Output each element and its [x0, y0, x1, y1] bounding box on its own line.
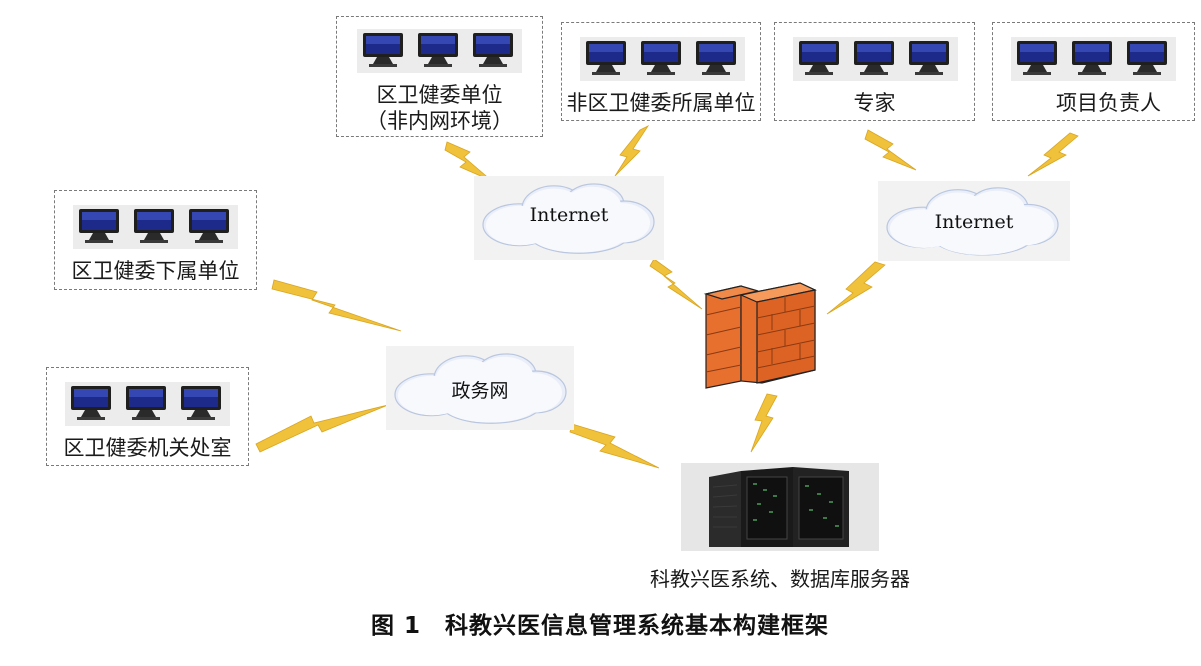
- monitor-icon: [798, 41, 839, 75]
- monitor-icon: [188, 209, 229, 243]
- group-subordinate-units: 区卫健委下属单位: [54, 190, 257, 290]
- group-label: 区卫健委下属单位: [71, 259, 240, 283]
- lightning-icon: [444, 141, 493, 182]
- monitor-strip: [73, 205, 238, 249]
- monitor-strip: [793, 37, 958, 81]
- monitor-icon: [1126, 41, 1167, 75]
- monitor-icon: [908, 41, 949, 75]
- monitor-icon: [70, 386, 111, 420]
- lightning-icon: [614, 124, 650, 177]
- server-image: [681, 463, 879, 551]
- internet-cloud-right: Internet: [878, 181, 1070, 261]
- monitor-icon: [133, 209, 174, 243]
- network-label: 政务网: [451, 380, 509, 402]
- monitor-icon: [1071, 41, 1112, 75]
- monitor-strip: [1011, 37, 1176, 81]
- group-label-line2: （非内网环境）: [366, 109, 513, 133]
- monitor-icon: [362, 33, 403, 67]
- monitor-icon: [1016, 41, 1057, 75]
- group-experts: 专家: [774, 22, 975, 121]
- lightning-icon: [826, 261, 886, 315]
- lightning-icon: [649, 258, 703, 310]
- monitor-icon: [585, 41, 626, 75]
- group-label: 非区卫健委所属单位: [566, 91, 756, 115]
- monitor-icon: [853, 41, 894, 75]
- monitor-icon: [125, 386, 166, 420]
- firewall-icon: [703, 282, 817, 389]
- monitor-icon: [180, 386, 221, 420]
- figure-caption: 图 1 科教兴医信息管理系统基本构建框架: [370, 613, 829, 639]
- monitor-icon: [78, 209, 119, 243]
- server-rack-icon: [709, 467, 849, 547]
- lightning-icon: [864, 129, 917, 171]
- monitor-icon: [695, 41, 736, 75]
- monitor-icon: [472, 33, 513, 67]
- group-non-affiliated-units: 非区卫健委所属单位: [561, 22, 761, 121]
- server-caption: 科教兴医系统、数据库服务器: [650, 567, 910, 591]
- lightning-icon: [255, 404, 389, 453]
- internet-cloud-left: Internet: [474, 176, 664, 260]
- lightning-icon: [569, 423, 660, 469]
- monitor-strip: [357, 29, 522, 73]
- group-label: 项目负责人: [1056, 91, 1161, 115]
- network-label: Internet: [529, 204, 609, 226]
- monitor-strip: [65, 382, 230, 426]
- lightning-icon: [271, 279, 402, 332]
- monitor-icon: [417, 33, 458, 67]
- lightning-icon: [1027, 132, 1079, 177]
- group-project-leads: 项目负责人: [992, 22, 1195, 121]
- monitor-strip: [580, 37, 745, 81]
- group-label: 区卫健委机关处室: [63, 436, 232, 460]
- network-label: Internet: [934, 211, 1014, 233]
- group-label-line1: 区卫健委单位: [376, 83, 503, 107]
- gov-network-cloud: 政务网: [386, 346, 574, 430]
- group-agency-offices: 区卫健委机关处室: [46, 367, 249, 466]
- monitor-icon: [640, 41, 681, 75]
- lightning-icon: [750, 393, 778, 453]
- group-district-health-units: 区卫健委单位 （非内网环境）: [336, 16, 543, 137]
- group-label: 专家: [853, 91, 896, 115]
